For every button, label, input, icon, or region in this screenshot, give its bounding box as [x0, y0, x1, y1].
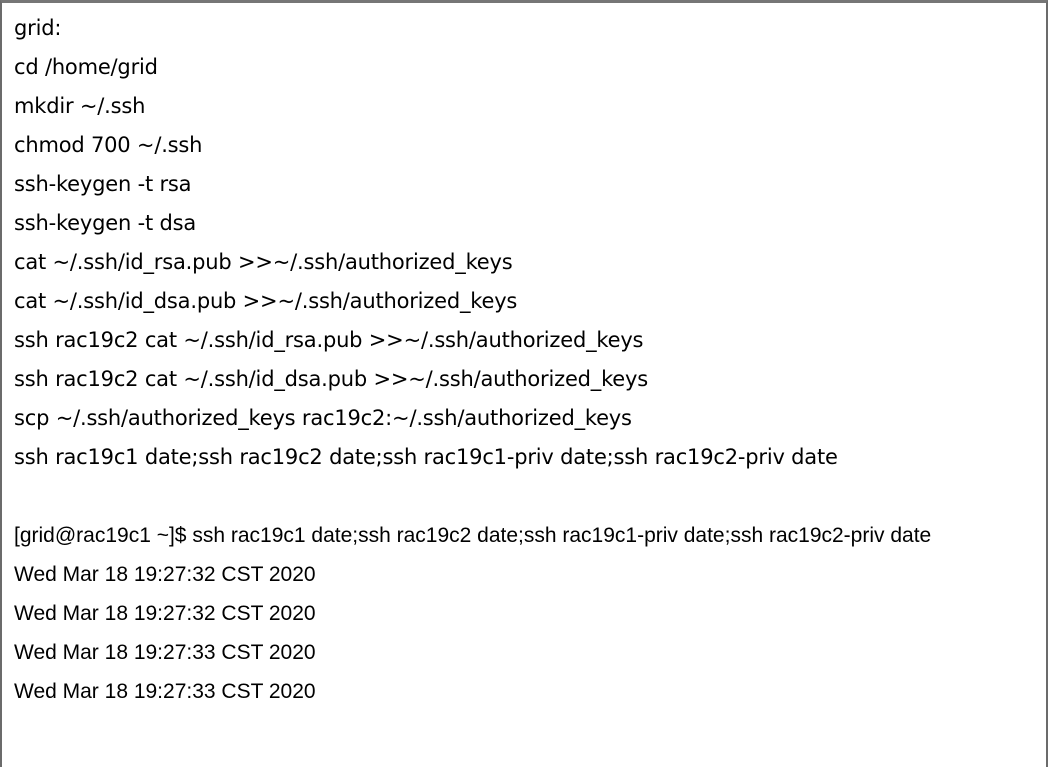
date-output-line: Wed Mar 18 19:27:33 CST 2020: [14, 680, 316, 703]
command-line: ssh rac19c1 date;ssh rac19c2 date;ssh ra…: [14, 445, 838, 469]
command-line: mkdir ~/.ssh: [14, 94, 146, 118]
command-line: chmod 700 ~/.ssh: [14, 133, 203, 157]
command-line: ssh rac19c2 cat ~/.ssh/id_dsa.pub >>~/.s…: [14, 367, 648, 391]
command-line: ssh-keygen -t rsa: [14, 172, 192, 196]
command-line: ssh rac19c2 cat ~/.ssh/id_rsa.pub >>~/.s…: [14, 328, 644, 352]
command-line: cd /home/grid: [14, 55, 158, 79]
command-line: cat ~/.ssh/id_rsa.pub >>~/.ssh/authorize…: [14, 250, 513, 274]
date-output-line: Wed Mar 18 19:27:33 CST 2020: [14, 641, 316, 664]
blank-separator-line: [14, 477, 1036, 516]
command-line: scp ~/.ssh/authorized_keys rac19c2:~/.ss…: [14, 406, 632, 430]
command-line: ssh-keygen -t dsa: [14, 211, 196, 235]
command-line: cat ~/.ssh/id_dsa.pub >>~/.ssh/authorize…: [14, 289, 518, 313]
shell-prompt-command-line: [grid@rac19c1 ~]$ ssh rac19c1 date;ssh r…: [14, 524, 932, 547]
command-block-heading: grid:: [14, 16, 62, 40]
date-output-line: Wed Mar 18 19:27:32 CST 2020: [14, 563, 316, 586]
console-text-body: grid: cd /home/grid mkdir ~/.ssh chmod 7…: [14, 9, 1036, 711]
date-output-line: Wed Mar 18 19:27:32 CST 2020: [14, 602, 316, 625]
